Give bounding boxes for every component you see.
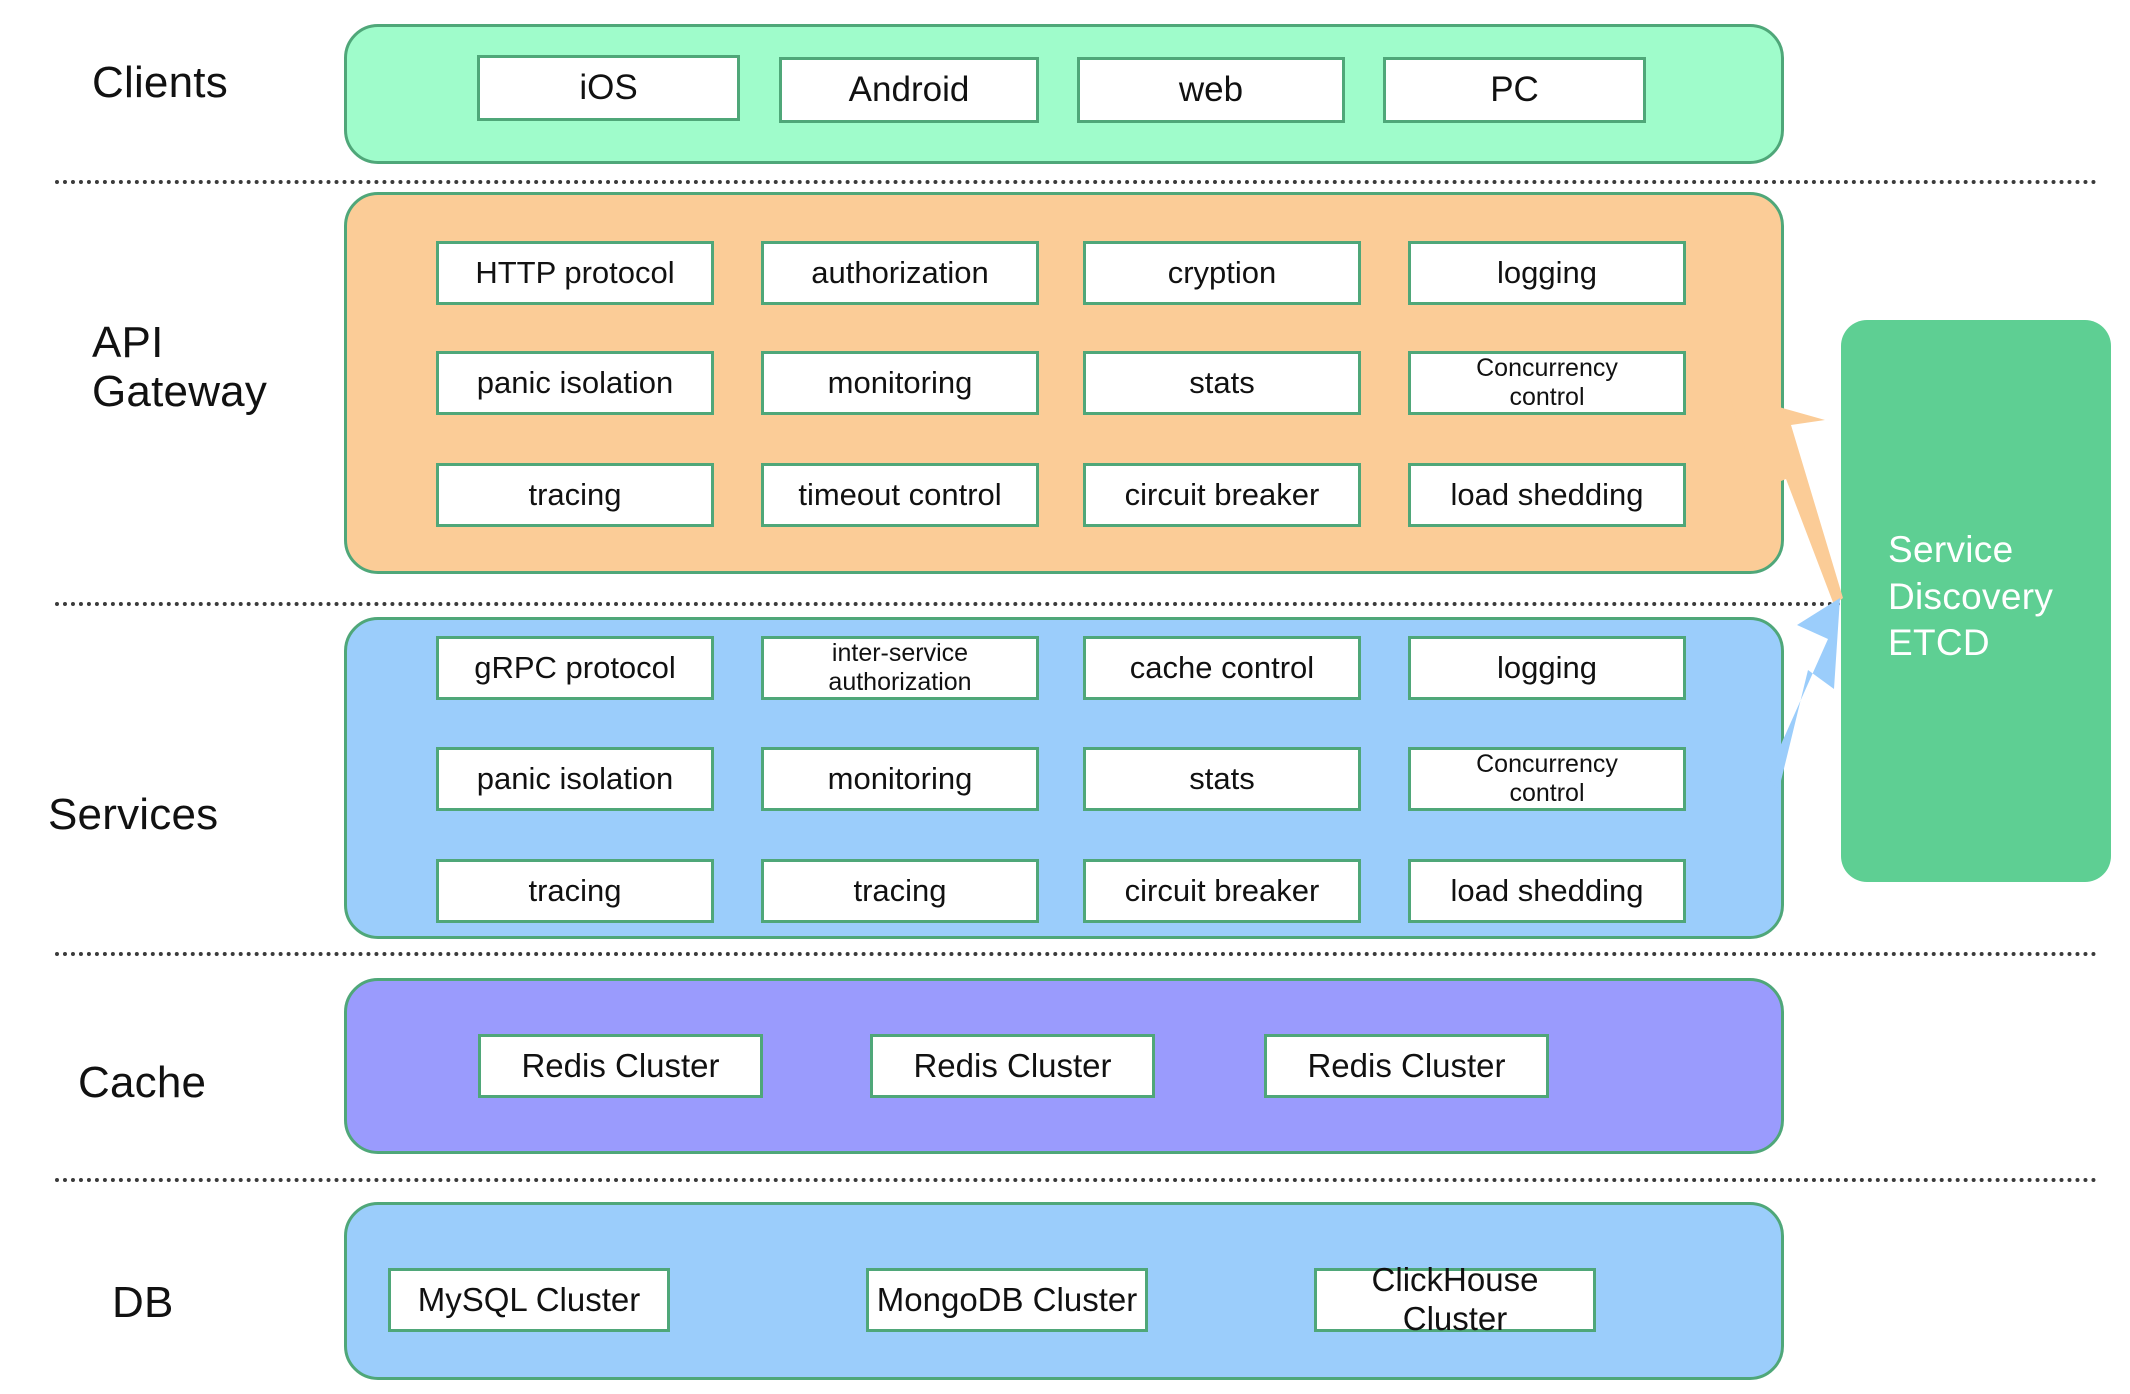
cell-client-pc[interactable]: PC — [1383, 57, 1646, 123]
cell-svc-grpc-protocol[interactable]: gRPC protocol — [436, 636, 714, 700]
cell-svc-circuit-breaker[interactable]: circuit breaker — [1083, 859, 1361, 923]
cell-cache-redis-1[interactable]: Redis Cluster — [478, 1034, 763, 1098]
cell-svc-logging[interactable]: logging — [1408, 636, 1686, 700]
cell-svc-monitoring[interactable]: monitoring — [761, 747, 1039, 811]
cell-client-android[interactable]: Android — [779, 57, 1039, 123]
separator-clients-api — [55, 180, 2098, 184]
cell-api-stats[interactable]: stats — [1083, 351, 1361, 415]
cell-svc-tracing-1[interactable]: tracing — [436, 859, 714, 923]
row-label-cache: Cache — [78, 1058, 207, 1107]
cell-api-logging[interactable]: logging — [1408, 241, 1686, 305]
cell-api-http-protocol[interactable]: HTTP protocol — [436, 241, 714, 305]
separator-api-services — [55, 602, 2098, 606]
cell-db-mongodb-cluster[interactable]: MongoDB Cluster — [866, 1268, 1148, 1332]
cell-api-cryption[interactable]: cryption — [1083, 241, 1361, 305]
row-label-db: DB — [112, 1278, 174, 1327]
separator-services-cache — [55, 952, 2098, 956]
cell-svc-panic-isolation[interactable]: panic isolation — [436, 747, 714, 811]
cell-svc-cache-control[interactable]: cache control — [1083, 636, 1361, 700]
cell-client-web[interactable]: web — [1077, 57, 1345, 123]
cell-svc-inter-service-authorization[interactable]: inter-service authorization — [761, 636, 1039, 700]
separator-cache-db — [55, 1178, 2098, 1182]
cell-api-timeout-control[interactable]: timeout control — [761, 463, 1039, 527]
row-label-clients: Clients — [92, 58, 228, 107]
cell-api-circuit-breaker[interactable]: circuit breaker — [1083, 463, 1361, 527]
service-discovery-box[interactable] — [1841, 320, 2111, 882]
cell-cache-redis-3[interactable]: Redis Cluster — [1264, 1034, 1549, 1098]
row-label-services: Services — [48, 790, 219, 839]
cell-api-monitoring[interactable]: monitoring — [761, 351, 1039, 415]
cell-api-tracing[interactable]: tracing — [436, 463, 714, 527]
cell-svc-concurrency-control[interactable]: Concurrency control — [1408, 747, 1686, 811]
cell-svc-stats[interactable]: stats — [1083, 747, 1361, 811]
row-label-api-gateway: API Gateway — [92, 318, 268, 417]
cell-api-load-shedding[interactable]: load shedding — [1408, 463, 1686, 527]
cell-cache-redis-2[interactable]: Redis Cluster — [870, 1034, 1155, 1098]
cell-client-ios[interactable]: iOS — [477, 55, 740, 121]
cell-db-mysql-cluster[interactable]: MySQL Cluster — [388, 1268, 670, 1332]
cell-svc-tracing-2[interactable]: tracing — [761, 859, 1039, 923]
cell-api-panic-isolation[interactable]: panic isolation — [436, 351, 714, 415]
cell-db-clickhouse-cluster[interactable]: ClickHouse Cluster — [1314, 1261, 1596, 1337]
service-discovery-label: Service Discovery ETCD — [1888, 529, 2054, 664]
cell-svc-load-shedding[interactable]: load shedding — [1408, 859, 1686, 923]
cell-api-concurrency-control[interactable]: Concurrency control — [1408, 351, 1686, 415]
cell-api-authorization[interactable]: authorization — [761, 241, 1039, 305]
